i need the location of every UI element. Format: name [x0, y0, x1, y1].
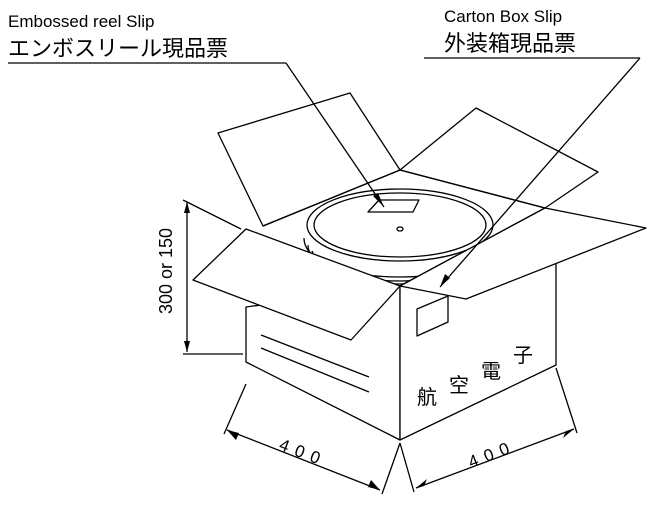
leader-lines — [8, 57, 641, 288]
embossed-reel-slip-label-en: Embossed reel Slip — [8, 12, 155, 31]
box-marking-char-1: 航 — [417, 385, 437, 409]
carton-box-slip-label-jp: 外装箱現品票 — [444, 32, 577, 57]
box-marking-char-4: 子 — [513, 343, 533, 367]
height-dimension-label: 300 or 150 — [156, 227, 176, 315]
front-right-flap — [399, 207, 647, 300]
box-marking-char-3: 電 — [481, 359, 501, 383]
left-width-dimension-lines — [223, 383, 401, 495]
left-face-line-2 — [260, 347, 370, 393]
carton-box-slip — [416, 295, 449, 337]
height-dimension-lines — [182, 199, 243, 355]
left-face-line-1 — [260, 334, 370, 378]
embossed-reel-slip-label-jp: エンボスリール現品票 — [8, 37, 229, 62]
right-width-dimension-lines — [399, 367, 578, 493]
box-marking-char-2: 空 — [449, 373, 469, 397]
carton-box-slip-label-en: Carton Box Slip — [444, 7, 563, 26]
